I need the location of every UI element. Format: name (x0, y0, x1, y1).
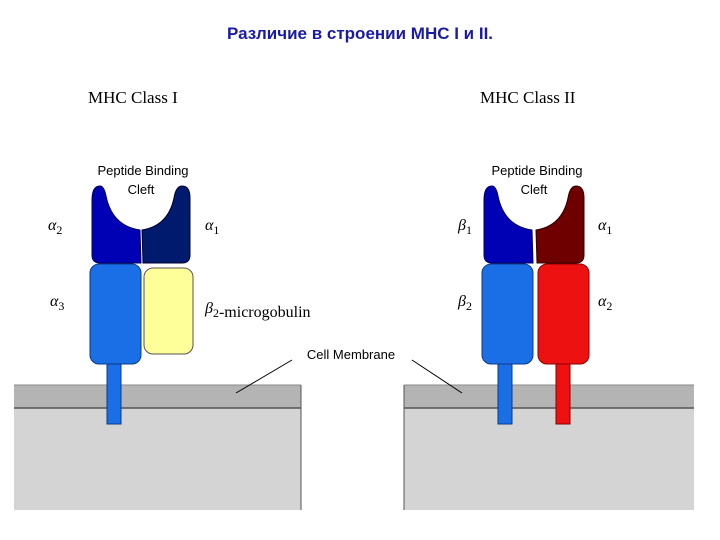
left-membrane (14, 384, 302, 510)
class2-beta1-domain (483, 185, 534, 264)
left-membrane-band (14, 385, 301, 408)
right-cell-interior (404, 408, 694, 510)
class2-cleft-label-line1: Peptide Binding (491, 163, 582, 178)
membrane-pointer-left (235, 359, 293, 394)
class1-cleft-label-line1: Peptide Binding (97, 163, 188, 178)
class1-a1-label: α1 (205, 217, 219, 237)
class1-alpha1-domain (141, 185, 191, 264)
class2-alpha-transmembrane (555, 361, 571, 425)
class2-beta-transmembrane (497, 361, 513, 425)
class1-alpha2-domain (91, 185, 142, 264)
class1-b2m-domain (143, 267, 194, 355)
mhc-class1: Peptide Binding Cleft α2 α1 α3 β2-microg… (48, 163, 311, 425)
mhc-class2: Peptide Binding Cleft β1 α1 β2 α2 (457, 163, 612, 425)
class2-alpha2-domain (537, 263, 590, 365)
class2-a1-label: α1 (598, 217, 612, 237)
class1-transmembrane (106, 361, 122, 425)
class2-cleft-label-line2: Cleft (521, 182, 548, 197)
class2-beta2-domain (481, 263, 534, 365)
class2-alpha1-domain (535, 185, 585, 264)
class1-heading: MHC Class I (88, 88, 178, 107)
class2-heading: MHC Class II (480, 88, 576, 107)
class1-a2-label: α2 (48, 217, 62, 237)
membrane-pointer-right (411, 359, 463, 394)
class1-alpha3-domain (89, 263, 142, 365)
right-membrane (403, 384, 694, 510)
left-cell-interior (14, 408, 301, 510)
class2-a2-label: α2 (598, 293, 612, 313)
right-membrane-band (404, 385, 694, 408)
page-title: Различие в строении MHC I и II. (226, 24, 494, 43)
class2-b2-label: β2 (457, 293, 472, 313)
class2-b1-label: β1 (457, 217, 472, 237)
class1-cleft-label-line2: Cleft (128, 182, 155, 197)
class1-b2m-label: β2-microgobulin (204, 300, 311, 321)
cell-membrane-label: Cell Membrane (307, 347, 395, 362)
class1-a3-label: α3 (50, 293, 64, 313)
